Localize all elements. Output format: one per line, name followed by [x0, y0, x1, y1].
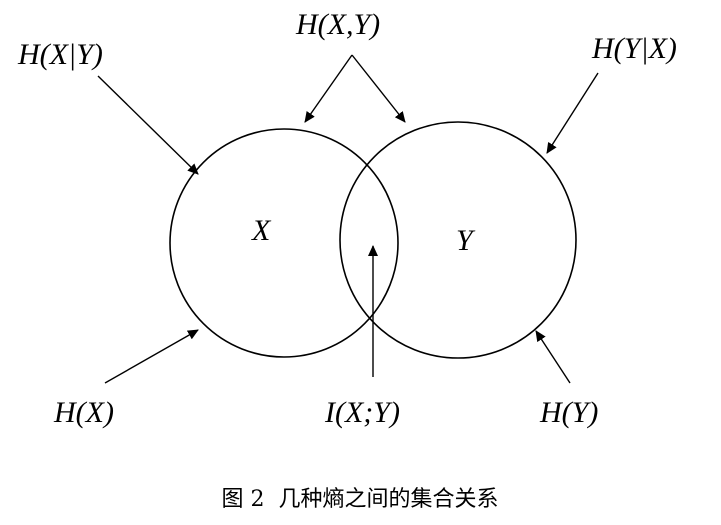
label-circle-x: X [251, 214, 272, 247]
arrow-h-xy-right [351, 54, 406, 123]
arrow-h-y-given-x [546, 72, 599, 154]
label-h-y: H(Y) [539, 396, 598, 429]
figure-caption: 图 2 几种熵之间的集合关系 [222, 487, 499, 512]
label-mutual-info: I(X;Y) [324, 396, 400, 429]
label-h-x-given-y: H(X|Y) [17, 38, 103, 71]
label-circle-y: Y [456, 224, 476, 257]
label-h-y-given-x: H(Y|X) [591, 32, 677, 65]
arrow-h-x-given-y [97, 75, 199, 175]
arrow-h-y [535, 330, 571, 384]
label-h-x: H(X) [53, 396, 114, 429]
circle-y [339, 121, 577, 359]
label-h-xy: H(X,Y) [295, 8, 380, 41]
arrow-h-xy-left [304, 54, 353, 123]
arrow-h-x [104, 329, 199, 384]
circle-x [169, 128, 399, 358]
